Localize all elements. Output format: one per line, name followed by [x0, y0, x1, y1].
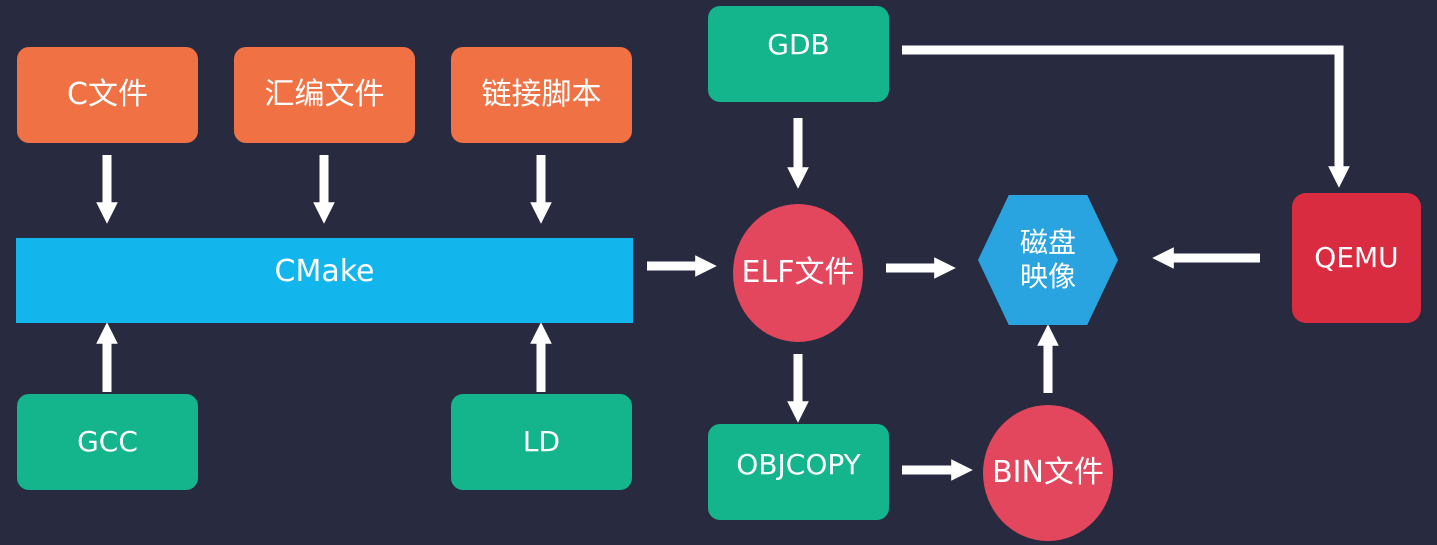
cmake-bar: CMake	[16, 238, 633, 323]
bin-file-label: BIN文件	[992, 455, 1104, 490]
disk-image-label-line1: 磁盘	[1019, 226, 1076, 260]
ld-label: LD	[522, 425, 561, 459]
elf-file-label: ELF文件	[741, 255, 855, 290]
qemu-box: QEMU	[1292, 193, 1421, 323]
link-script-label: 链接脚本	[481, 77, 602, 112]
objcopy-box: OBJCOPY	[708, 424, 889, 520]
gcc-label: GCC	[77, 425, 138, 459]
disk-image-label-line2: 映像	[1019, 260, 1076, 293]
qemu-label: QEMU	[1314, 241, 1399, 275]
asm-file-label: 汇编文件	[264, 77, 385, 112]
disk-image-hexagon: 磁盘 映像	[978, 195, 1118, 325]
gdb-box: GDB	[708, 6, 889, 102]
link-script-box: 链接脚本	[451, 47, 632, 143]
objcopy-label: OBJCOPY	[736, 448, 861, 482]
cmake-label: CMake	[274, 253, 375, 289]
gdb-label: GDB	[767, 28, 830, 62]
c-file-label: C文件	[67, 77, 148, 112]
gcc-box: GCC	[17, 394, 198, 490]
ld-box: LD	[451, 394, 632, 490]
asm-file-box: 汇编文件	[234, 47, 415, 143]
elf-file-circle: ELF文件	[733, 204, 863, 342]
bin-file-circle: BIN文件	[983, 405, 1113, 541]
arrow-gdb-to-qemu	[902, 45, 1350, 188]
c-file-box: C文件	[17, 47, 198, 143]
